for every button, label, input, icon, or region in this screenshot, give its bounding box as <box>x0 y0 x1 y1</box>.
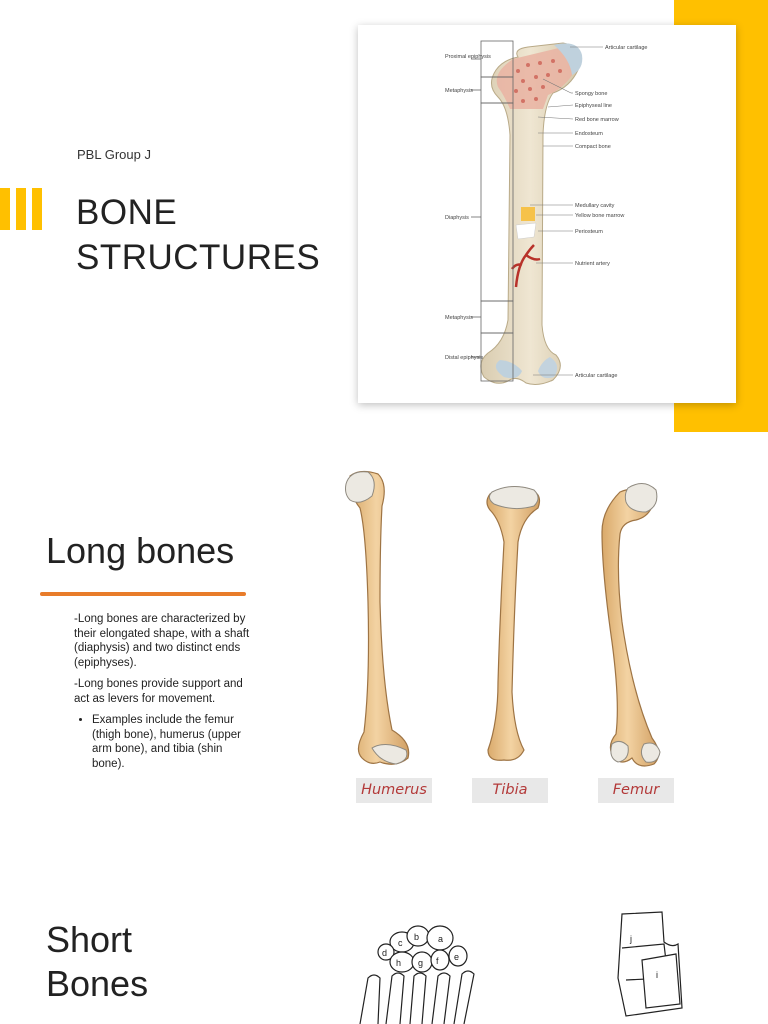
long-bones-illustration <box>345 470 661 767</box>
label-proximal-epiphysis: Proximal epiphysis <box>445 54 491 60</box>
region-brackets <box>471 40 514 382</box>
short-bones-heading: Short Bones <box>46 918 148 1006</box>
label-articular-cartilage-top: Articular cartilage <box>605 45 648 51</box>
label-yellow-bone-marrow: Yellow bone marrow <box>575 213 624 219</box>
slide-title: BONE STRUCTURES <box>76 190 320 280</box>
label-femur: Femur <box>598 778 674 803</box>
long-bones-heading: Long bones <box>46 530 235 571</box>
carpal-letter: a <box>438 934 443 944</box>
red-marrow-dots <box>514 59 562 103</box>
tarsal-letter: j <box>629 934 632 944</box>
tarsal-letters: j i <box>629 934 658 980</box>
title-line-2: STRUCTURES <box>76 238 321 277</box>
carpal-letter: b <box>414 932 419 942</box>
examples-list: Examples include the femur (thigh bone),… <box>74 713 252 771</box>
carpal-letter: d <box>382 948 387 958</box>
tibia-bone <box>486 486 541 761</box>
list-item: Examples include the femur (thigh bone),… <box>92 713 252 771</box>
label-epiphyseal-line: Epiphyseal line <box>575 103 612 109</box>
label-periosteum: Periosteum <box>575 229 603 235</box>
bone-anatomy-illustration: Proximal epiphysis Metaphysis Diaphysis … <box>445 40 648 385</box>
carpal-letter: c <box>398 938 403 948</box>
tarsal-bones-sketch: j i <box>617 911 683 1017</box>
label-diaphysis: Diaphysis <box>445 215 469 221</box>
leader-lines <box>530 46 603 376</box>
label-distal-epiphysis: Distal epiphysis <box>445 355 483 361</box>
tarsal-letter: i <box>656 970 658 980</box>
right-labels: Articular cartilage Spongy bone Epiphyse… <box>575 45 648 379</box>
bone-anatomy-diagram: Proximal epiphysis Metaphysis Diaphysis … <box>358 25 736 403</box>
long-bones-description: -Long bones are characterized by their e… <box>74 612 252 771</box>
carpal-letters: c b a d h g f e <box>382 932 459 968</box>
title-line-1: BONE <box>76 193 178 232</box>
paragraph-characteristics: -Long bones are characterized by their e… <box>74 613 250 669</box>
title-slide: PBL Group J BONE STRUCTURES <box>0 0 768 432</box>
label-spongy-bone: Spongy bone <box>575 91 607 97</box>
label-medullary-cavity: Medullary cavity <box>575 203 615 209</box>
carpal-letter: g <box>418 958 423 968</box>
heading-line-2: Bones <box>46 963 149 1004</box>
humerus-bone <box>345 470 410 765</box>
label-compact-bone: Compact bone <box>575 144 611 150</box>
paragraph-function: -Long bones provide support and act as l… <box>74 678 243 705</box>
femur-bone <box>601 483 661 767</box>
label-nutrient-artery: Nutrient artery <box>575 261 610 267</box>
carpal-letter: h <box>396 958 401 968</box>
carpal-letter: f <box>436 956 439 966</box>
accent-stripes <box>0 188 42 230</box>
left-labels: Proximal epiphysis Metaphysis Diaphysis … <box>445 54 491 361</box>
label-humerus: Humerus <box>356 778 432 803</box>
label-metaphysis-bottom: Metaphysis <box>445 315 473 321</box>
label-endosteum: Endosteum <box>575 131 603 137</box>
label-articular-cartilage-bottom: Articular cartilage <box>575 373 618 379</box>
label-tibia: Tibia <box>472 778 548 803</box>
heading-line-1: Short <box>46 919 133 960</box>
carpal-letter: e <box>454 952 459 962</box>
label-metaphysis-top: Metaphysis <box>445 88 473 94</box>
heading-underline <box>40 592 246 596</box>
carpal-bones-sketch: c b a d h g f e <box>359 925 475 1024</box>
label-red-bone-marrow: Red bone marrow <box>575 117 619 123</box>
group-label: PBL Group J <box>77 147 151 162</box>
